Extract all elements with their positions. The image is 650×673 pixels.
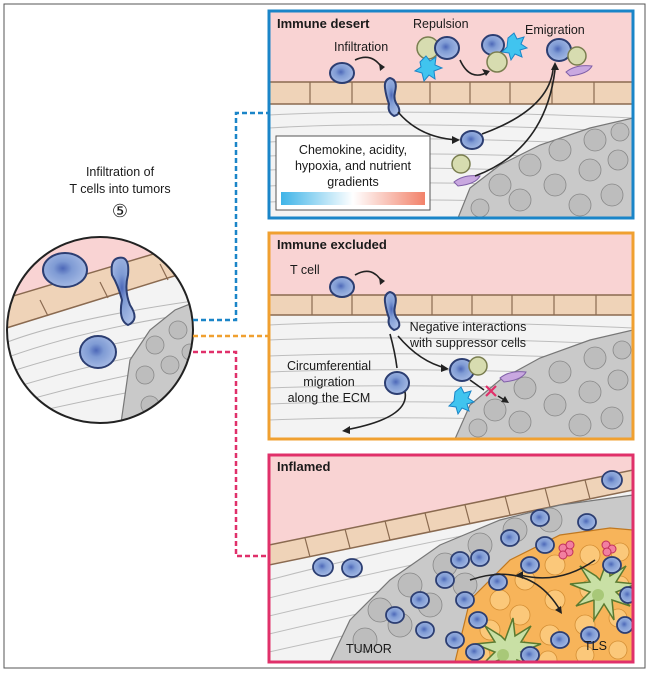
step-number: ⑤	[112, 201, 128, 221]
label-t-cell: T cell	[290, 263, 320, 277]
label-circ-line3: along the ECM	[288, 391, 371, 405]
connector-desert	[193, 111, 268, 322]
panel-inflamed-title: Inflamed	[277, 459, 331, 474]
zoom-circle	[6, 236, 194, 424]
panel-immune-desert: Immune desert Infiltration Repulsion Emi…	[267, 9, 635, 220]
label-neg-line2: with suppressor cells	[409, 336, 526, 350]
gradient-line3: gradients	[327, 175, 378, 189]
label-circ-line1: Circumferential	[287, 359, 371, 373]
connector-inflamed	[193, 350, 268, 558]
panel-inflamed-border	[267, 453, 635, 664]
left-title-line2: T cells into tumors	[69, 182, 170, 196]
left-title-line1: Infiltration of	[86, 165, 155, 179]
panel-immune-excluded: Immune excluded T cell Negative interact…	[267, 231, 635, 441]
panel-desert-border	[267, 9, 635, 220]
gradient-line1: Chemokine, acidity,	[299, 143, 407, 157]
label-neg-line1: Negative interactions	[410, 320, 527, 334]
label-tumor: TUMOR	[346, 642, 392, 656]
label-circ-line2: migration	[303, 375, 354, 389]
label-emigration: Emigration	[525, 23, 585, 37]
panel-inflamed: Inflamed TUMOR TLS	[267, 453, 635, 664]
label-infiltration: Infiltration	[334, 40, 388, 54]
panel-excluded-border	[267, 231, 635, 441]
label-repulsion: Repulsion	[413, 17, 469, 31]
label-tls: TLS	[584, 639, 607, 653]
panel-desert-title: Immune desert	[277, 16, 370, 31]
gradient-line2: hypoxia, and nutrient	[295, 159, 412, 173]
panel-excluded-title: Immune excluded	[277, 237, 387, 252]
